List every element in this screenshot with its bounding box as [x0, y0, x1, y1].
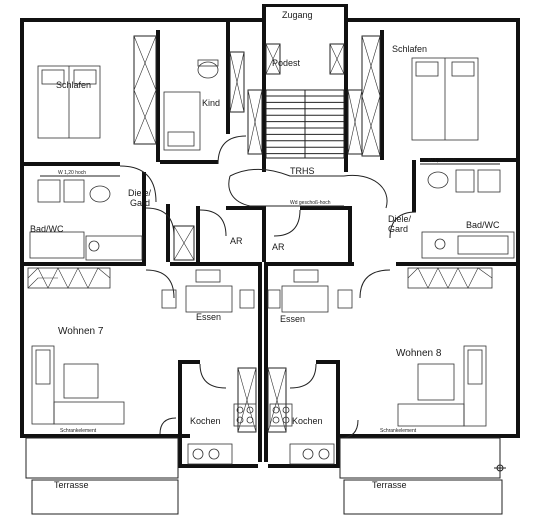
label-schlafen-left: Schlafen	[56, 80, 91, 90]
label-diele-left-1: Diele/	[128, 188, 152, 198]
window-kochen-left	[237, 367, 257, 433]
dining-table-left	[161, 269, 255, 313]
label-kochen-left: Kochen	[190, 416, 221, 426]
room-labels: Zugang Podest TRHS Schlafen Schlafen Kin…	[30, 10, 500, 490]
window-schlafen-left	[133, 35, 157, 145]
label-ar-left: AR	[230, 236, 243, 246]
label-zugang: Zugang	[282, 10, 313, 20]
bath-fixtures-right	[421, 169, 515, 259]
window-kochen-right	[267, 367, 287, 433]
terraces	[25, 437, 506, 515]
staircase	[228, 89, 388, 209]
kitchen-left	[187, 403, 257, 465]
window-schlafen-right	[361, 35, 381, 157]
cabinet-right	[407, 267, 493, 289]
label-bad-left: Bad/WC	[30, 224, 64, 234]
dining-table-right	[267, 269, 353, 313]
sofa-right	[397, 345, 487, 427]
bath-fixtures-left	[29, 179, 143, 261]
exterior-walls	[20, 4, 520, 438]
label-bad-right: Bad/WC	[466, 220, 500, 230]
note-sturz-left: W 1,20 hoch	[58, 170, 86, 176]
label-kind: Kind	[202, 98, 220, 108]
sofa-left	[31, 345, 125, 425]
label-schlafen-right: Schlafen	[392, 44, 427, 54]
label-terrasse-left: Terrasse	[54, 480, 89, 490]
label-diele-left-2: Gard	[130, 198, 150, 208]
double-bed-left	[37, 65, 101, 139]
window-stair-right	[347, 89, 363, 155]
door-swings	[119, 135, 417, 439]
label-ar-right: AR	[272, 242, 285, 252]
label-essen-right: Essen	[280, 314, 305, 324]
window-kind	[229, 51, 245, 113]
label-wohnen-8: Wohnen 8	[396, 348, 442, 359]
label-trhs: TRHS	[290, 166, 315, 176]
window-ar-left	[173, 225, 195, 261]
label-terrasse-right: Terrasse	[372, 480, 407, 490]
window-podest-left	[265, 43, 281, 75]
note-sturz-right: W 1,20 hoch	[428, 158, 456, 164]
double-bed-right	[411, 57, 479, 141]
bed-kind	[163, 91, 201, 151]
kitchen-right	[269, 403, 335, 465]
label-wohnen-7: Wohnen 7	[58, 326, 104, 337]
wc-kind	[197, 59, 219, 79]
label-essen-left: Essen	[196, 312, 221, 322]
note-schrank-right: Schrankelement	[380, 428, 417, 434]
window-stair-left	[247, 89, 263, 155]
furniture-right	[267, 57, 515, 465]
label-diele-right-1: Diele/	[388, 214, 412, 224]
furniture-left	[27, 59, 257, 465]
label-diele-right-2: Gard	[388, 224, 408, 234]
note-stair: Wd geschoß-hoch	[290, 200, 331, 206]
cabinet-left	[27, 267, 111, 289]
annotations: W 1,20 hoch W 1,20 hoch Wd geschoß-hoch …	[40, 158, 500, 434]
label-kochen-right: Kochen	[292, 416, 323, 426]
interior-walls	[20, 22, 520, 468]
label-podest: Podest	[272, 58, 301, 68]
window-podest-right	[329, 43, 345, 75]
windows	[133, 35, 381, 433]
note-schrank-left: Schrankelement	[60, 428, 97, 434]
